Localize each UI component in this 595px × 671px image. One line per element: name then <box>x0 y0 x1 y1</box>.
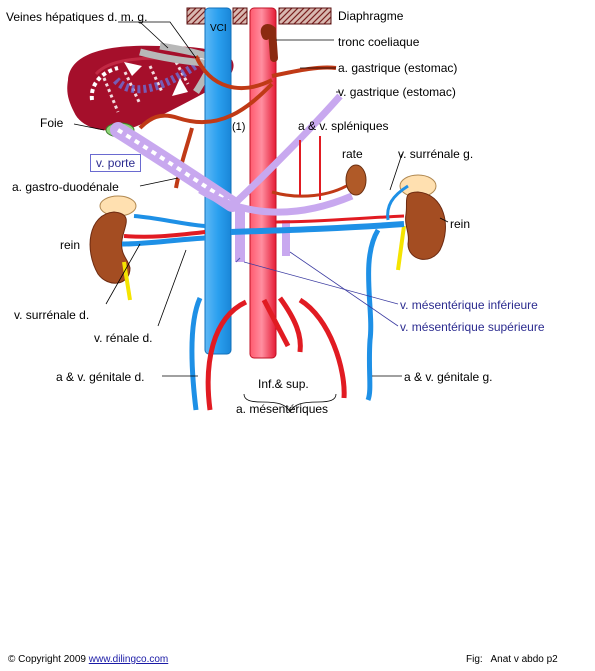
copyright-text: Copyright 2009 <box>18 654 86 665</box>
portal-vein-label: v. porte <box>90 154 142 172</box>
liver-label: Foie <box>40 116 64 130</box>
gonadal-veins <box>189 228 381 411</box>
diaphragm <box>186 7 332 25</box>
copyright-notice: © Copyright 2009 www.dilingco.com <box>8 654 168 665</box>
figure-caption: Fig: Anat v abdo p2 <box>466 654 558 665</box>
mesenteric-arteries <box>261 296 303 353</box>
right-kidney <box>89 195 206 301</box>
superior-mesenteric-vein-label: v. mésentérique supérieure <box>400 320 545 334</box>
left-gonadal-vessels-label: a & v. génitale g. <box>404 370 493 384</box>
right-kidney-label: rein <box>60 238 81 252</box>
vci-label: VCI <box>210 23 227 34</box>
celiac-trunk-label: tronc coeliaque <box>338 35 420 49</box>
hepatic-veins-label: Veines hépatiques d. m. g. <box>6 10 148 24</box>
inferior-mesenteric-vein-label: v. mésentérique inférieure <box>400 298 538 312</box>
gastric-vein-label: v. gastrique (estomac) <box>338 85 456 99</box>
inf-sup-label: Inf.& sup. <box>258 377 309 391</box>
spleen-label: rate <box>342 147 363 161</box>
gastroduodenal-artery-label: a. gastro-duodénale <box>12 180 119 194</box>
marker-1-label: (1) <box>232 121 246 133</box>
renal-vessels <box>133 214 405 235</box>
splenic-artery <box>271 182 351 198</box>
gonadal-arteries <box>205 297 347 411</box>
portal-vein-system <box>110 93 354 263</box>
left-adrenal-vein <box>386 184 409 221</box>
mesenteric-arteries-label: a. mésentériques <box>236 402 329 416</box>
site-link[interactable]: www.dilingco.com <box>88 654 169 665</box>
splenic-vessels-label: a & v. spléniques <box>298 119 389 133</box>
left-adrenal-vein-label: v. surrénale g. <box>398 147 474 161</box>
leader-lines <box>73 21 449 413</box>
right-gonadal-vessels-label: a & v. génitale d. <box>56 370 145 384</box>
right-adrenal-vein-label: v. surrénale d. <box>14 308 90 322</box>
diaphragm-label: Diaphragme <box>338 9 404 23</box>
figure-name: Anat v abdo p2 <box>490 654 558 665</box>
gastric-artery-label: a. gastrique (estomac) <box>338 61 458 75</box>
spleen <box>345 164 367 196</box>
aorta <box>249 7 277 359</box>
right-renal-vein-label: v. rénale d. <box>94 331 153 345</box>
left-kidney <box>396 174 446 271</box>
celiac-trunk <box>260 24 278 62</box>
celiac-arteries <box>138 55 337 189</box>
left-kidney-label: rein <box>450 217 471 231</box>
copyright-symbol: © <box>8 654 16 665</box>
figure-label: Fig: <box>466 654 483 665</box>
